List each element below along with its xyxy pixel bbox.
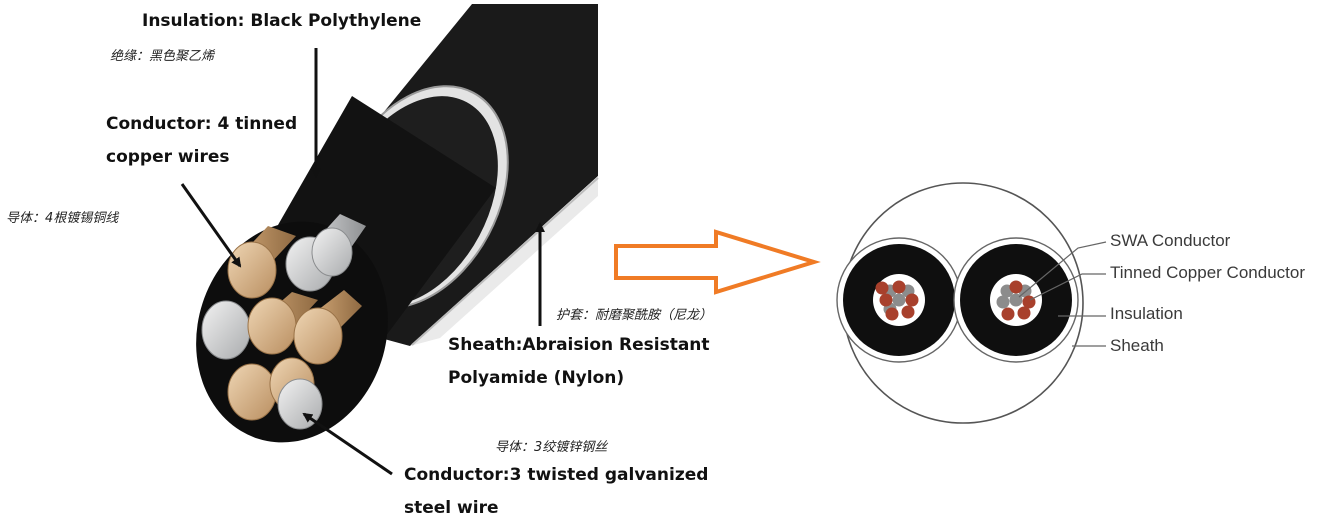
tinned-copper-conductor xyxy=(885,307,899,321)
swa-conductor xyxy=(996,295,1010,309)
sheath-label: Sheath xyxy=(1110,336,1164,355)
sheath-label-en-line1: Sheath:Abraision Resistant xyxy=(448,335,710,355)
wire-bundle xyxy=(201,214,366,430)
conductor-tinned-label-en-line2: copper wires xyxy=(106,147,230,167)
swa-conductor xyxy=(892,293,906,307)
conductor-steel-label-cn: 导体：3绞镀锌钢丝 xyxy=(495,440,608,455)
conductor-tinned-label-en-line1: Conductor: 4 tinned xyxy=(106,114,298,134)
tinned-copper-conductor xyxy=(1001,307,1015,321)
conductor-tinned-pointer xyxy=(180,183,242,268)
steel-wire xyxy=(311,227,353,277)
tinned-copper-conductor xyxy=(901,305,915,319)
steel-wire xyxy=(201,300,251,360)
tinned-copper-conductor xyxy=(892,280,906,294)
sheath-label-en-line2: Polyamide (Nylon) xyxy=(448,368,625,388)
tinned-wire xyxy=(227,241,277,299)
tinned-wire xyxy=(293,307,343,365)
swa-conductor-leader xyxy=(1018,241,1107,298)
swa-conductor-label: SWA Conductor xyxy=(1110,231,1231,250)
tinned-wire xyxy=(247,297,297,355)
tinned-copper-conductor-label: Tinned Copper Conductor xyxy=(1110,263,1305,282)
tinned-copper-conductor xyxy=(879,293,893,307)
cable-3d-illustration xyxy=(180,4,599,476)
insulation-label-cn: 绝缘：黑色聚乙烯 xyxy=(110,49,215,64)
insulation-label: Insulation xyxy=(1110,304,1183,323)
sheath-label-cn: 护套：耐磨聚酰胺（尼龙） xyxy=(556,308,713,323)
insulation-label-en: Insulation: Black Polythylene xyxy=(142,11,422,31)
conductor-steel-pointer xyxy=(302,412,393,476)
tinned-copper-conductor xyxy=(905,293,919,307)
cable-cross-section xyxy=(836,182,1107,424)
conductor-steel-label-en-line2: steel wire xyxy=(404,498,499,518)
tinned-copper-leader xyxy=(1029,273,1106,301)
tinned-copper-conductor xyxy=(1009,280,1023,294)
tinned-copper-conductor xyxy=(875,281,889,295)
conductor-tinned-label-cn: 导体：4根镀锡铜线 xyxy=(6,211,119,226)
transition-arrow xyxy=(614,229,821,295)
tinned-copper-conductor xyxy=(1017,306,1031,320)
conductor-steel-label-en-line1: Conductor:3 twisted galvanized xyxy=(404,465,709,485)
tinned-wire xyxy=(227,363,277,421)
